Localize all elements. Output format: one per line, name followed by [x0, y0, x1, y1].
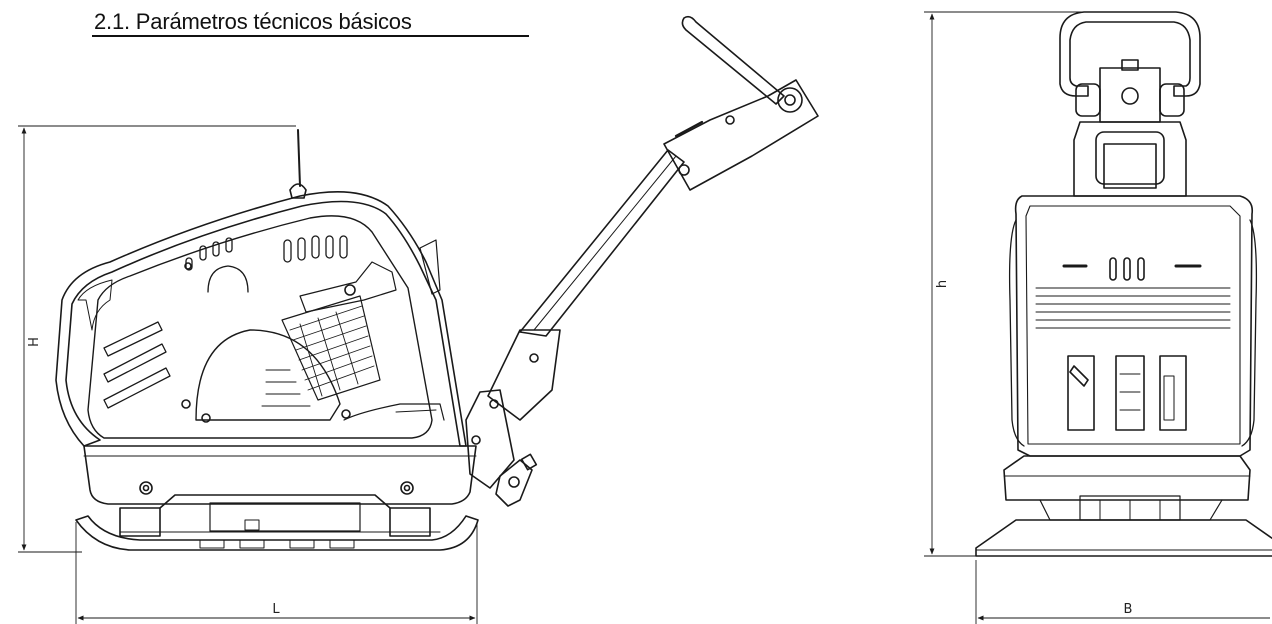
handle-loop [1059, 11, 1201, 97]
front-plate [975, 519, 1272, 557]
roll-frame [55, 191, 467, 447]
side-view [55, 15, 819, 551]
engine-shroud [87, 215, 433, 439]
front-view [975, 11, 1272, 557]
side-dimensions [18, 125, 478, 624]
front-frame [1014, 195, 1254, 457]
engine-fins [281, 295, 381, 401]
front-base [1003, 455, 1251, 501]
front-dimensions [924, 11, 1270, 624]
section-title: 2.1. Parámetros técnicos básicos [94, 9, 412, 34]
handle-head [663, 79, 819, 191]
length-label: L [272, 602, 280, 617]
title-underline [92, 35, 529, 37]
base-plate [75, 515, 479, 551]
handle-tube [519, 149, 685, 337]
front-height-label: h [935, 280, 950, 288]
height-label: H [27, 337, 42, 347]
base-housing [83, 445, 477, 505]
width-label: B [1124, 602, 1133, 617]
handle-lower [487, 329, 561, 421]
